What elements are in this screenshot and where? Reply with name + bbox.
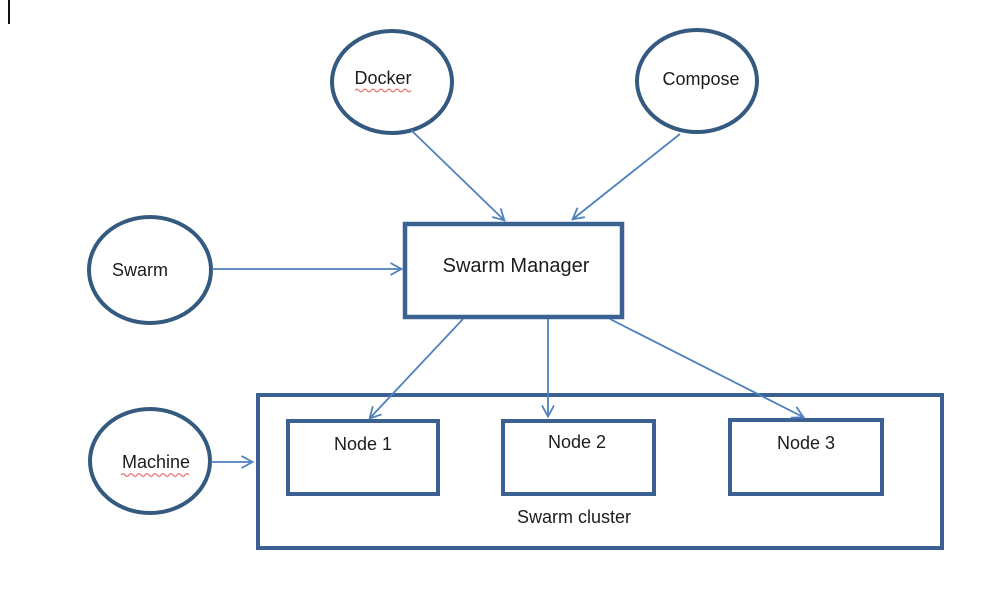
swarm-label: Swarm bbox=[111, 260, 169, 281]
text-cursor-bar bbox=[8, 0, 10, 24]
machine-label: Machine bbox=[121, 452, 191, 473]
node3-label: Node 3 bbox=[776, 433, 836, 454]
docker-ellipse bbox=[330, 29, 454, 135]
compose-label: Compose bbox=[662, 69, 740, 90]
swarm-cluster-label: Swarm cluster bbox=[516, 507, 632, 528]
machine-ellipse bbox=[88, 407, 212, 515]
swarm-manager-box bbox=[402, 221, 625, 320]
node1-label: Node 1 bbox=[333, 434, 393, 455]
swarm-ellipse bbox=[87, 215, 213, 325]
edge-docker-to-manager bbox=[410, 129, 506, 222]
edge-compose-to-manager bbox=[571, 133, 681, 221]
node2-label: Node 2 bbox=[547, 432, 607, 453]
docker-label: Docker bbox=[354, 68, 412, 89]
docker-spellcheck-squiggle bbox=[354, 88, 412, 93]
node2-box bbox=[501, 419, 656, 496]
machine-spellcheck-squiggle bbox=[120, 473, 190, 477]
node3-box bbox=[728, 418, 884, 496]
node1-box bbox=[286, 419, 440, 496]
edge-manager-to-node1 bbox=[368, 318, 464, 420]
compose-ellipse bbox=[635, 28, 759, 134]
swarm-manager-label: Swarm Manager bbox=[442, 255, 590, 277]
edge-manager-to-node3 bbox=[609, 318, 806, 419]
